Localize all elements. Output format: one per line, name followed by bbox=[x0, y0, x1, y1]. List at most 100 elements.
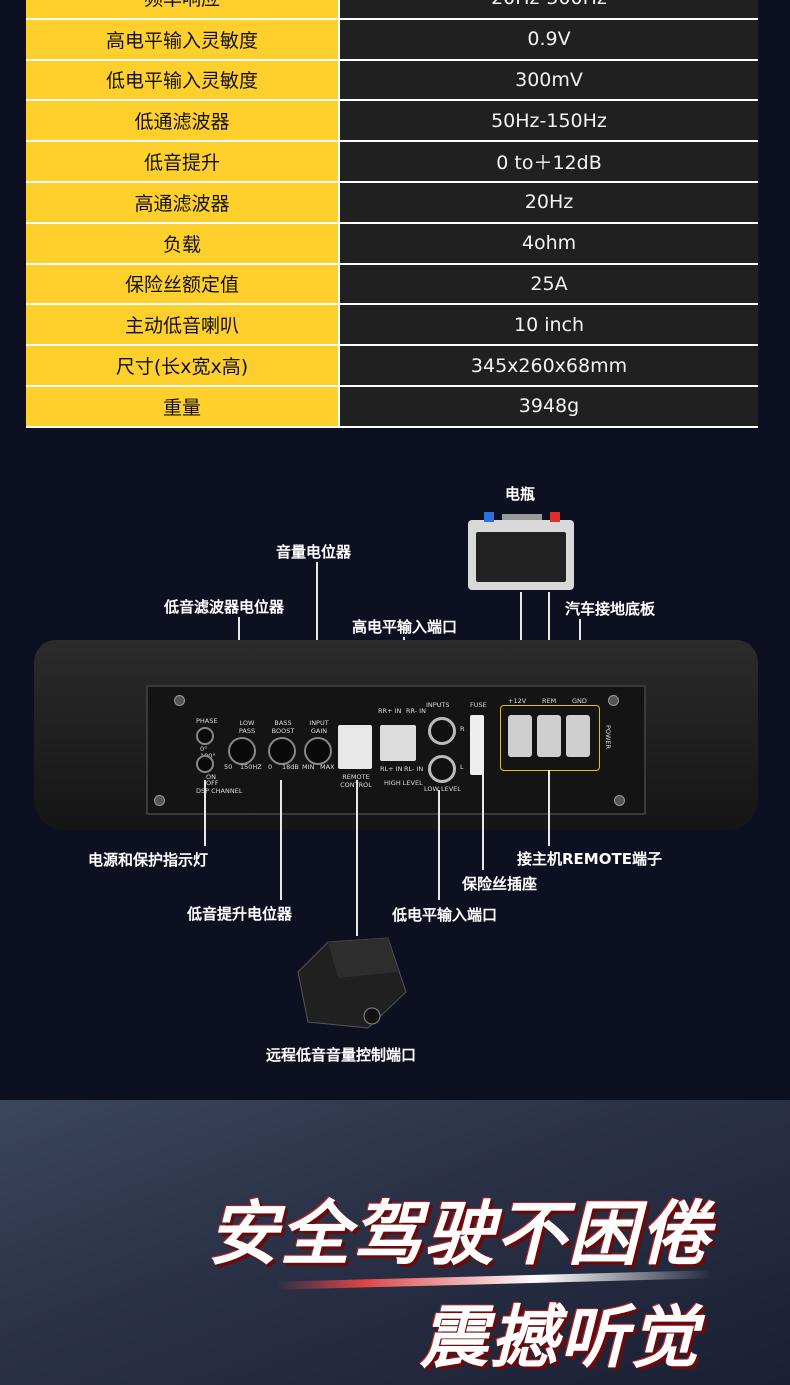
callout-bass-boost-pot: 低音提升电位器 bbox=[187, 905, 293, 923]
low-pass-knob[interactable] bbox=[228, 737, 256, 765]
spec-label: 保险丝额定值 bbox=[26, 263, 340, 306]
label-phase-0: 0° bbox=[200, 745, 208, 753]
label-gnd: GND bbox=[572, 697, 587, 705]
spec-value: 300mV bbox=[339, 59, 758, 102]
spec-value: 20Hz bbox=[339, 181, 758, 224]
callout-high-level-input: 高电平输入端口 bbox=[352, 618, 458, 636]
spec-label: 负载 bbox=[26, 222, 340, 265]
screw-icon bbox=[614, 795, 625, 806]
phase-switch[interactable] bbox=[196, 727, 214, 745]
label-bb-min: 0 bbox=[268, 763, 273, 771]
label-on: ON bbox=[206, 773, 216, 781]
spec-label: 低通滤波器 bbox=[26, 100, 340, 143]
bass-boost-knob[interactable] bbox=[268, 737, 296, 765]
label-lp-min: 50 bbox=[224, 763, 233, 771]
label-off: OFF bbox=[206, 779, 219, 787]
label-lp-max: 150HZ bbox=[240, 763, 262, 771]
leader-fuse bbox=[482, 770, 484, 870]
callout-remote-bass-port: 远程低音音量控制端口 bbox=[266, 1046, 417, 1064]
spec-label: 高电平输入灵敏度 bbox=[26, 18, 340, 61]
spec-value: 0.9V bbox=[339, 18, 758, 61]
spec-label: 低音提升 bbox=[26, 141, 340, 183]
label-rl-minus: RL- IN bbox=[404, 765, 424, 773]
label-bass-boost: BASS BOOST bbox=[271, 719, 295, 735]
slogan-line-2: 震撼听觉 bbox=[420, 1299, 701, 1378]
spec-value: 0 to＋12dB bbox=[339, 141, 758, 183]
amplifier-panel: PHASE 0° 180° ON OFF DSP CHANNEL LOW PAS… bbox=[146, 685, 646, 815]
screw-icon bbox=[154, 795, 165, 806]
callout-low-level-input: 低电平输入端口 bbox=[392, 906, 498, 924]
label-fuse: FUSE bbox=[470, 701, 487, 709]
spec-row: 尺寸(长x宽x高)345x260x68mm bbox=[26, 345, 758, 387]
leader-bass-boost bbox=[280, 780, 282, 900]
terminal-rem[interactable] bbox=[537, 715, 561, 757]
screw-icon bbox=[608, 695, 619, 706]
label-bb-max: 18dB bbox=[282, 763, 299, 771]
dsp-switch[interactable] bbox=[196, 755, 214, 773]
label-input-gain: INPUT GAIN bbox=[309, 719, 329, 735]
label-l: L bbox=[460, 763, 464, 771]
spec-value: 10 inch bbox=[339, 304, 758, 347]
label-inputs: INPUTS bbox=[426, 701, 450, 709]
spec-section: 频率响应20Hz-500Hz高电平输入灵敏度0.9V低电平输入灵敏度300mV低… bbox=[0, 0, 790, 460]
spec-value: 25A bbox=[339, 263, 758, 306]
label-rl-plus: RL+ IN bbox=[380, 765, 403, 773]
rca-jack-right[interactable] bbox=[428, 717, 456, 745]
fuse-holder[interactable] bbox=[470, 715, 484, 775]
label-rr-minus: RR- IN bbox=[406, 707, 426, 715]
rca-jack-left[interactable] bbox=[428, 755, 456, 783]
label-ig-min: MIN bbox=[302, 763, 315, 771]
label-power: POWER bbox=[604, 724, 613, 750]
callout-lowpass-pot: 低音滤波器电位器 bbox=[164, 598, 285, 616]
spec-label: 频率响应 bbox=[26, 0, 340, 20]
label-rem: REM bbox=[542, 697, 557, 705]
label-low-pass: LOW PASS bbox=[238, 719, 256, 735]
spec-value: 50Hz-150Hz bbox=[339, 100, 758, 143]
leader-remote bbox=[356, 780, 358, 936]
spec-label: 主动低音喇叭 bbox=[26, 304, 340, 347]
remote-control-port[interactable] bbox=[338, 725, 372, 769]
spec-value: 4ohm bbox=[339, 222, 758, 265]
spec-label: 尺寸(长x宽x高) bbox=[26, 345, 340, 387]
leader-led bbox=[204, 780, 206, 846]
high-level-input-port[interactable] bbox=[380, 725, 416, 761]
spec-label: 高通滤波器 bbox=[26, 181, 340, 224]
label-high-level: HIGH LEVEL bbox=[384, 779, 423, 787]
spec-row: 频率响应20Hz-500Hz bbox=[26, 0, 758, 20]
terminal-gnd[interactable] bbox=[566, 715, 590, 757]
label-low-level: LOW LEVEL bbox=[424, 785, 461, 793]
label-phase: PHASE bbox=[196, 717, 218, 725]
callout-chassis-ground: 汽车接地底板 bbox=[565, 600, 656, 618]
terminal-12v[interactable] bbox=[508, 715, 532, 757]
callout-fuse-holder: 保险丝插座 bbox=[462, 875, 538, 893]
spec-value: 3948g bbox=[339, 385, 758, 428]
remote-bass-controller-icon bbox=[297, 937, 407, 1029]
callout-remote-terminal: 接主机REMOTE端子 bbox=[517, 850, 662, 868]
screw-icon bbox=[174, 695, 185, 706]
input-gain-knob[interactable] bbox=[304, 737, 332, 765]
spec-table: 频率响应20Hz-500Hz高电平输入灵敏度0.9V低电平输入灵敏度300mV低… bbox=[26, 0, 758, 428]
label-plus12v: +12V bbox=[508, 697, 527, 705]
callout-volume-pot: 音量电位器 bbox=[276, 543, 352, 561]
spec-label: 重量 bbox=[26, 385, 340, 428]
battery-icon bbox=[468, 512, 574, 590]
label-ig-max: MAX bbox=[320, 763, 335, 771]
leader-remote-terminal bbox=[548, 770, 550, 846]
slogan-line-1: 安全驾驶不困倦 bbox=[208, 1193, 712, 1275]
callout-battery: 电瓶 bbox=[505, 485, 536, 503]
callout-power-led: 电源和保护指示灯 bbox=[88, 851, 209, 869]
power-terminal-frame bbox=[500, 705, 600, 771]
label-dsp-channel: DSP CHANNEL bbox=[196, 787, 243, 795]
spec-value: 345x260x68mm bbox=[339, 345, 758, 387]
spec-label: 低电平输入灵敏度 bbox=[26, 59, 340, 102]
leader-low-level bbox=[438, 790, 440, 900]
label-r: R bbox=[460, 725, 465, 733]
